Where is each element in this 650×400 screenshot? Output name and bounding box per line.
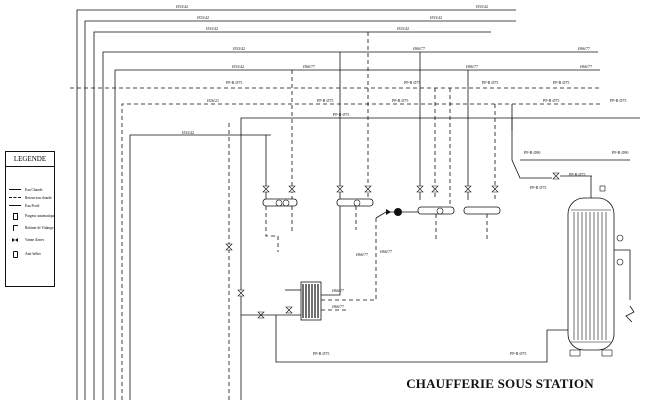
pipe-label-o66d: Ø66/77 (332, 304, 344, 309)
pipe-label-top-5d: Ø66/77 (580, 64, 592, 69)
pipe-label-top-4: Ø33/42 (233, 46, 245, 51)
pipe-label-top-3: Ø33/42 (206, 26, 218, 31)
drain-valve-icon (13, 225, 18, 231)
pipe-label-top-5: Ø33/42 (232, 64, 244, 69)
pipe-label-top-5c: Ø66/77 (466, 64, 478, 69)
pipe-label-pp6: PP-R Ø75 (392, 98, 408, 103)
pipe-label-bot2: PP-R Ø75 (510, 351, 526, 356)
pipe-label-top-2: Ø33/42 (197, 15, 209, 20)
legend-label: Eau Froid (25, 204, 40, 208)
solid-line-icon (9, 189, 21, 192)
pipe-label-pp5: PP-R Ø75 (317, 98, 333, 103)
gate-valve-icon (225, 172, 560, 319)
dashed-line-icon (9, 197, 21, 200)
pipe-label-pp1: PP-R Ø75 (226, 80, 242, 85)
pipe-label-top-1b: Ø33/42 (476, 4, 488, 9)
pipe-label-pp8: PP-R Ø75 (610, 98, 626, 103)
circulation-pump-icon (386, 208, 402, 216)
pipe-label-top-2b: Ø33/42 (430, 15, 442, 20)
legend-item: Robinet de Vidange (9, 224, 55, 232)
pipe-label-pp7: PP-R Ø75 (543, 98, 559, 103)
legend-label: Anti-bélier (25, 252, 41, 256)
pipe-label-mid-b: Ø33/42 (182, 130, 194, 135)
storage-tank (567, 176, 635, 357)
legend-item: Anti-bélier (9, 250, 55, 258)
pipe-label-pp4: PP-R Ø75 (553, 80, 569, 85)
pipe-label-o66a: Ø66/77 (380, 249, 392, 254)
legend-item: Retour eau chaude (9, 194, 55, 202)
pipe-label-ppr90a: PP-R Ø90 (524, 150, 540, 155)
legend-title: LEGENDE (6, 152, 54, 167)
supply-risers (70, 9, 640, 400)
legend-item: Purgeur automatique (9, 212, 55, 220)
pipe-label-bot1: PP-R Ø75 (313, 351, 329, 356)
pipe-label-top-4b: Ø66/77 (413, 46, 425, 51)
legend-item: Eau Froid (9, 202, 55, 210)
drain-lines (265, 206, 488, 252)
air-vent-icon (13, 213, 18, 220)
legend-label: Eau Chaude (25, 188, 43, 192)
water-hammer-arrestor-icon (13, 251, 18, 258)
heat-exchanger (300, 281, 322, 321)
pipe-label-mid-a: Ø26/21 (207, 98, 219, 103)
pipe-label-pp9: PP-R Ø75 (333, 112, 349, 117)
legend-label: Retour eau chaude (25, 196, 52, 200)
pipe-label-top-1: Ø33/42 (176, 4, 188, 9)
gate-valve-icon (12, 238, 18, 242)
legend-label: Vanne d'arret (25, 238, 44, 242)
legend-label: Purgeur automatique (25, 214, 55, 218)
tank-supply-loop (511, 104, 630, 179)
pipe-label-top-3b: Ø33/42 (397, 26, 409, 31)
pipe-label-ppr90b: PP-R Ø90 (612, 150, 628, 155)
pipe-label-o66b: Ø66/77 (356, 252, 368, 257)
pipe-labels: Ø33/42 Ø33/42 Ø33/42 Ø33/42 Ø33/42 Ø33/4… (176, 4, 628, 356)
legend-item: Eau Chaude (9, 186, 55, 194)
pipe-label-ppr75c: PP-R Ø75 (530, 185, 546, 190)
pipe-label-pp2: PP-R Ø75 (404, 80, 420, 85)
collectors (262, 198, 501, 215)
pressure-gauge-icon (275, 199, 624, 266)
solid-line-icon (9, 205, 21, 208)
collector-drops (265, 32, 496, 210)
pipe-label-o66c: Ø66/77 (332, 288, 344, 293)
pipe-label-pp3: PP-R Ø75 (482, 80, 498, 85)
pipe-label-top-4c: Ø66/77 (578, 46, 590, 51)
pipe-label-ppr75d: PP-R Ø75 (569, 172, 585, 177)
legend-item: Vanne d'arret (9, 236, 55, 244)
diagram-title: CHAUFFERIE SOUS STATION (406, 376, 594, 391)
pipe-label-top-5b: Ø66/77 (303, 64, 315, 69)
legend-label: Robinet de Vidange (25, 226, 54, 230)
exchanger-piping (241, 206, 570, 363)
legend-box: LEGENDE Eau Chaude Retour eau chaude Eau… (5, 151, 55, 287)
